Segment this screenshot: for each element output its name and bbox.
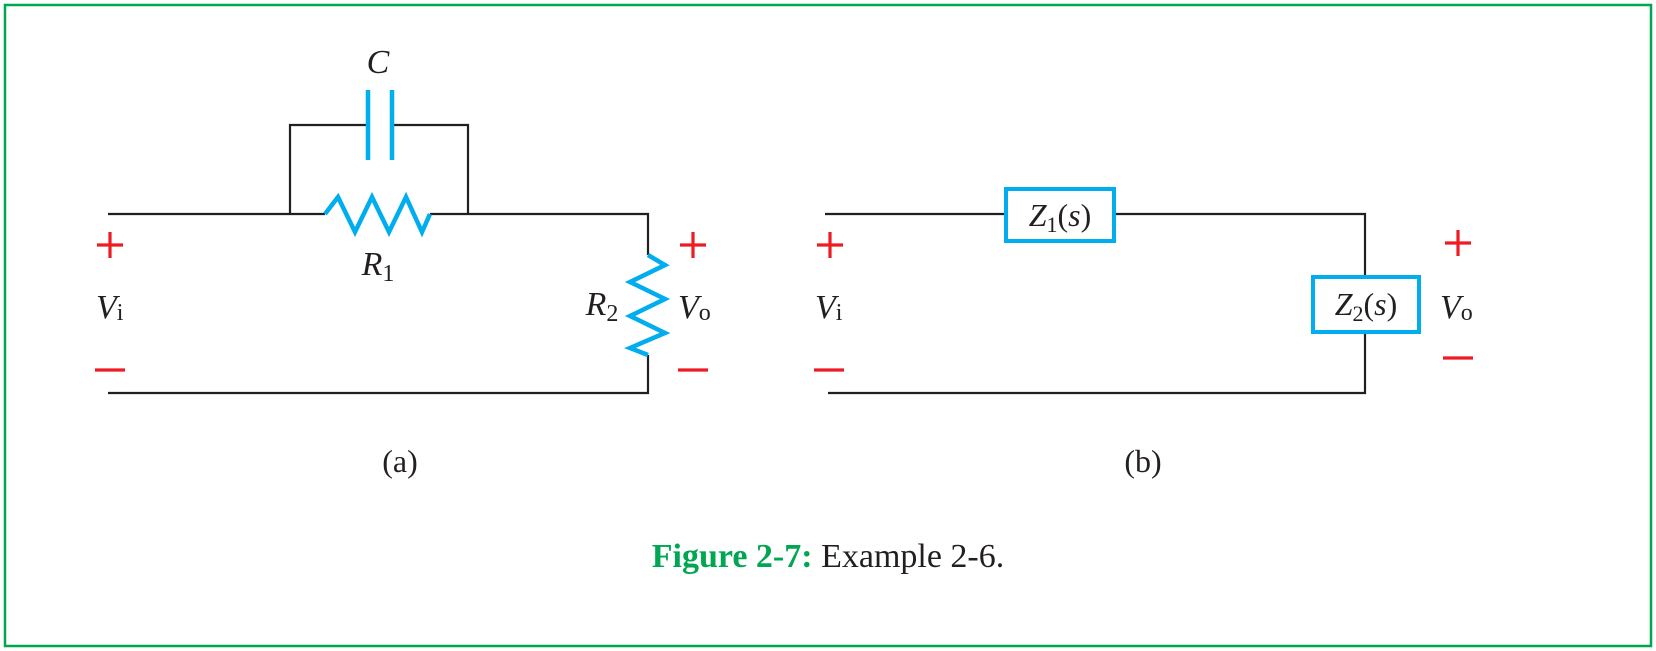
figure-border <box>3 3 1653 648</box>
subfigure-label-a: (a) <box>382 443 418 479</box>
impedance-z1-box <box>1004 187 1116 243</box>
impedance-z2-box <box>1311 275 1421 334</box>
r2-label: R2 <box>585 286 619 327</box>
wire-b <box>825 212 1367 395</box>
subfigure-label-b: (b) <box>1124 443 1161 479</box>
capacitor-c <box>365 90 395 160</box>
vi-label-b: Vi <box>815 289 843 326</box>
r1-label: R1 <box>361 246 395 287</box>
parallel-branch-wire <box>288 123 470 214</box>
vo-label-a: Vo <box>678 289 711 326</box>
resistor-r2 <box>624 253 671 358</box>
resistor-r1 <box>323 191 433 238</box>
wire-a <box>108 212 650 395</box>
z2-label: Z2(s) <box>1335 286 1398 326</box>
circuit-a: C R1 R2 Vi Vo (a) <box>95 44 711 479</box>
capacitor-label: C <box>367 44 390 81</box>
input-plus-a <box>97 232 123 258</box>
output-plus-a <box>680 232 706 258</box>
input-plus-b <box>817 232 843 258</box>
circuit-b: Z1(s) Z2(s) Vi Vo (b) <box>814 187 1473 479</box>
vo-label-b: Vo <box>1440 289 1473 326</box>
vi-label-a: Vi <box>96 289 124 326</box>
output-plus-b <box>1445 230 1471 256</box>
figure-caption: Figure 2-7: Example 2-6. <box>652 538 1005 575</box>
z1-label: Z1(s) <box>1029 197 1092 237</box>
